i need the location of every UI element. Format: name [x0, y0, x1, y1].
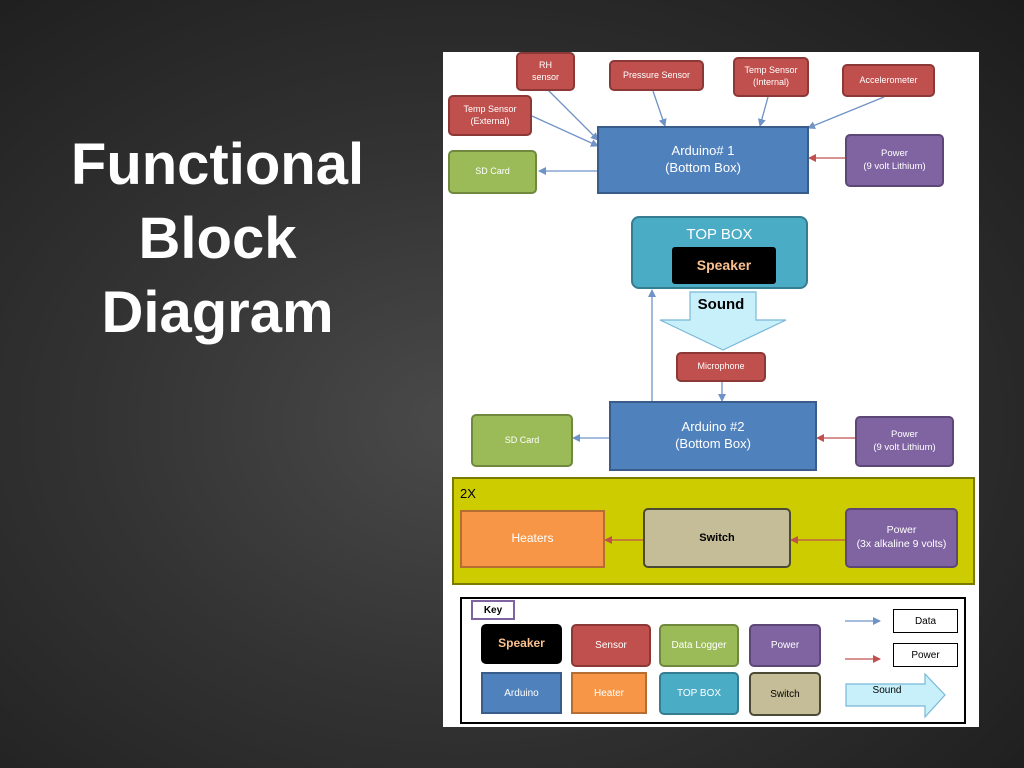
power-alkaline: Power (3x alkaline 9 volts) [845, 508, 958, 568]
arduino-2: Arduino #2 (Bottom Box) [609, 401, 817, 471]
sound-arrow [659, 291, 787, 351]
key-data-label: Data [893, 609, 958, 633]
key-sensor: Sensor [571, 624, 651, 667]
arrow-tempext-to-arduino1 [531, 115, 599, 147]
switch: Switch [643, 508, 791, 568]
key-sound-label: Sound [872, 685, 902, 696]
title-line-2: Block [138, 206, 297, 271]
top-box-label: TOP BOX [686, 226, 753, 243]
accelerometer: Accelerometer [842, 64, 935, 97]
key-speaker: Speaker [481, 624, 562, 664]
pressure-sensor: Pressure Sensor [609, 60, 704, 91]
power-lithium-1: Power (9 volt Lithium) [845, 134, 944, 187]
heaters: Heaters [460, 510, 605, 568]
key-title: Key [471, 600, 515, 620]
sd-card-1: SD Card [448, 150, 537, 194]
key-top-box: TOP BOX [659, 672, 739, 715]
speaker: Speaker [672, 247, 776, 284]
key-switch: Switch [749, 672, 821, 716]
key-heater: Heater [571, 672, 647, 714]
arrow-tempint-to-arduino1 [758, 96, 769, 127]
key-arduino: Arduino [481, 672, 562, 714]
key-sound-arrow [845, 672, 946, 719]
arrow-accel-to-arduino1 [807, 96, 885, 130]
arduino-1: Arduino# 1 (Bottom Box) [597, 126, 809, 194]
microphone: Microphone [676, 352, 766, 382]
title-line-1: Functional [70, 132, 365, 197]
key-power-label: Power [893, 643, 958, 667]
arrow-rh-to-arduino1 [547, 89, 599, 141]
key-power: Power [749, 624, 821, 667]
sd-card-2: SD Card [471, 414, 573, 467]
temp-sensor-internal: Temp Sensor (Internal) [733, 57, 809, 97]
key-data-logger: Data Logger [659, 624, 739, 667]
rh-sensor: RH sensor [516, 52, 575, 91]
sound-label: Sound [697, 296, 745, 313]
title-line-3: Diagram [101, 280, 334, 345]
slide-title: Functional Block Diagram [40, 128, 395, 350]
power-lithium-2: Power (9 volt Lithium) [855, 416, 954, 467]
temp-sensor-external: Temp Sensor (External) [448, 95, 532, 136]
twox-label: 2X [460, 486, 476, 501]
arrow-pressure-to-arduino1 [652, 90, 667, 127]
